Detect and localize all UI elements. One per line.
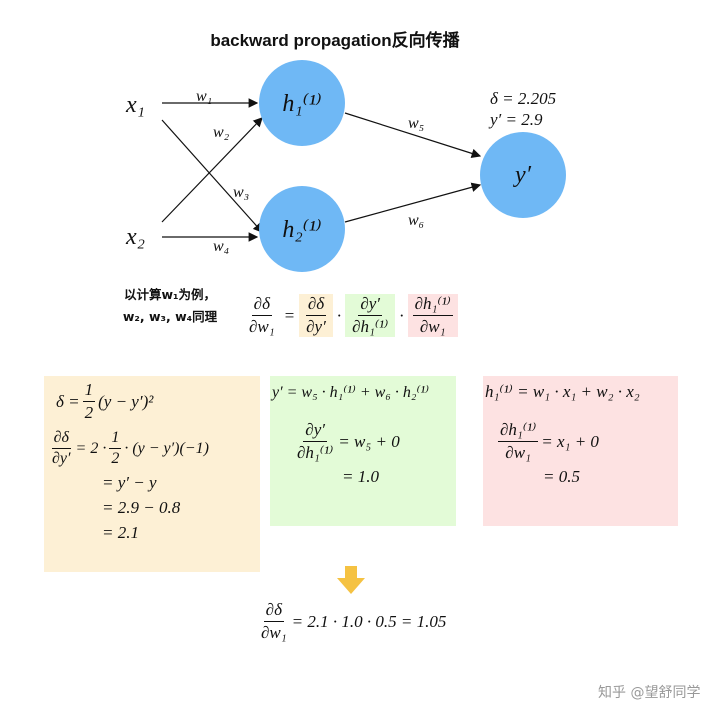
text: (y − y′)² — [98, 391, 154, 411]
line: = 2.9 − 0.8 — [102, 498, 181, 517]
output-values: δ = 2.205 y′ = 2.9 — [490, 88, 556, 130]
note-line2: w₂, w₃, w₄同理 — [122, 309, 218, 324]
down-arrow-icon — [337, 566, 365, 594]
equals: = — [283, 305, 296, 325]
y-prime-value: y′ = 2.9 — [490, 110, 543, 129]
numerator: ∂δ — [51, 429, 71, 449]
line: = y′ − y — [102, 473, 157, 492]
numerator: ∂δ — [305, 294, 327, 316]
denominator: ∂w₁ — [419, 317, 446, 336]
diagram-title: backward propagation反向传播 — [210, 31, 460, 50]
edge-x1-h2 — [161, 119, 263, 233]
note: 以计算w₁为例， w₂, w₃, w₄同理 — [100, 284, 240, 328]
numerator: ∂δ — [263, 600, 284, 622]
line: y′ = w₅ · h₁⁽¹⁾ + w₆ · h₂⁽¹⁾ — [272, 384, 430, 401]
edge-h1-y — [344, 112, 482, 159]
watermark: 知乎 @望舒同学 — [598, 685, 701, 701]
edge-h2-y — [344, 182, 482, 223]
denominator: ∂w₁ — [505, 443, 531, 462]
denominator: 2 — [84, 403, 94, 422]
weight-w4: w₄ — [213, 238, 230, 255]
factor-loss: ∂δ∂y′ — [299, 294, 333, 337]
denominator: ∂y′ — [306, 317, 326, 336]
edge-x2-h1 — [161, 117, 263, 223]
numerator: ∂δ — [251, 294, 272, 316]
line: = 2.1 — [102, 523, 139, 542]
note-line1: 以计算w₁为例， — [123, 287, 217, 302]
denominator: 2 — [111, 450, 120, 467]
denominator: ∂h₁⁽¹⁾ — [297, 443, 334, 462]
numerator: 1 — [82, 380, 96, 402]
text: · (y − y′)(−1) — [124, 439, 209, 457]
line: = 0.5 — [543, 467, 580, 486]
weight-w2: w₂ — [213, 124, 230, 141]
text: = 2 · — [75, 439, 107, 457]
weight-w1: w₁ — [196, 88, 213, 105]
factor-output: ∂y′∂h₁⁽¹⁾ — [345, 294, 396, 337]
text: = 2.1 · 1.0 · 0.5 = 1.05 — [291, 611, 447, 631]
text: = x₁ + 0 — [541, 431, 599, 451]
network-edges — [161, 98, 482, 242]
factor-hidden: ∂h₁⁽¹⁾∂w₁ — [407, 294, 458, 337]
input-x2: x₂ — [126, 224, 145, 250]
numerator: ∂y′ — [303, 420, 327, 442]
text: = w₅ + 0 — [338, 431, 400, 451]
numerator: ∂y′ — [358, 294, 383, 316]
denominator: ∂y′ — [52, 450, 71, 467]
dot: · — [399, 305, 404, 325]
numerator: ∂h₁⁽¹⁾ — [412, 294, 453, 316]
hidden-node-h2: h₂⁽¹⁾ — [259, 186, 345, 272]
output-node-y: y′ — [480, 132, 566, 218]
denominator: ∂w₁ — [249, 317, 275, 336]
input-x1: x₁ — [126, 92, 145, 118]
denominator: ∂h₁⁽¹⁾ — [352, 317, 389, 336]
delta-value: δ = 2.205 — [490, 89, 557, 108]
text: δ = — [56, 391, 80, 411]
hidden-node-h1: h₁⁽¹⁾ — [259, 60, 345, 146]
chain-lhs: ∂δ∂w₁ — [247, 294, 277, 337]
numerator: ∂h₁⁽¹⁾ — [498, 420, 539, 442]
weight-w3: w₃ — [233, 184, 250, 201]
denominator: ∂w₁ — [261, 623, 287, 642]
dot: · — [336, 305, 342, 325]
box-hidden-derivative: h₁⁽¹⁾ = w₁ · x₁ + w₂ · x₂ ∂h₁⁽¹⁾∂w₁ = x₁… — [483, 376, 678, 526]
numerator: 1 — [109, 429, 122, 449]
box-output-derivative: y′ = w₅ · h₁⁽¹⁾ + w₆ · h₂⁽¹⁾ ∂y′∂h₁⁽¹⁾ =… — [270, 376, 456, 526]
chain-rule: ∂δ∂w₁ = ∂δ∂y′ · ∂y′∂h₁⁽¹⁾ · ∂h₁⁽¹⁾∂w₁ — [244, 294, 458, 337]
line: h₁⁽¹⁾ = w₁ · x₁ + w₂ · x₂ — [485, 382, 640, 401]
weight-w5: w₅ — [408, 115, 425, 132]
line: = 1.0 — [342, 467, 379, 486]
final-result: ∂δ∂w₁ = 2.1 · 1.0 · 0.5 = 1.05 — [256, 600, 446, 643]
weight-w6: w₆ — [408, 212, 425, 229]
